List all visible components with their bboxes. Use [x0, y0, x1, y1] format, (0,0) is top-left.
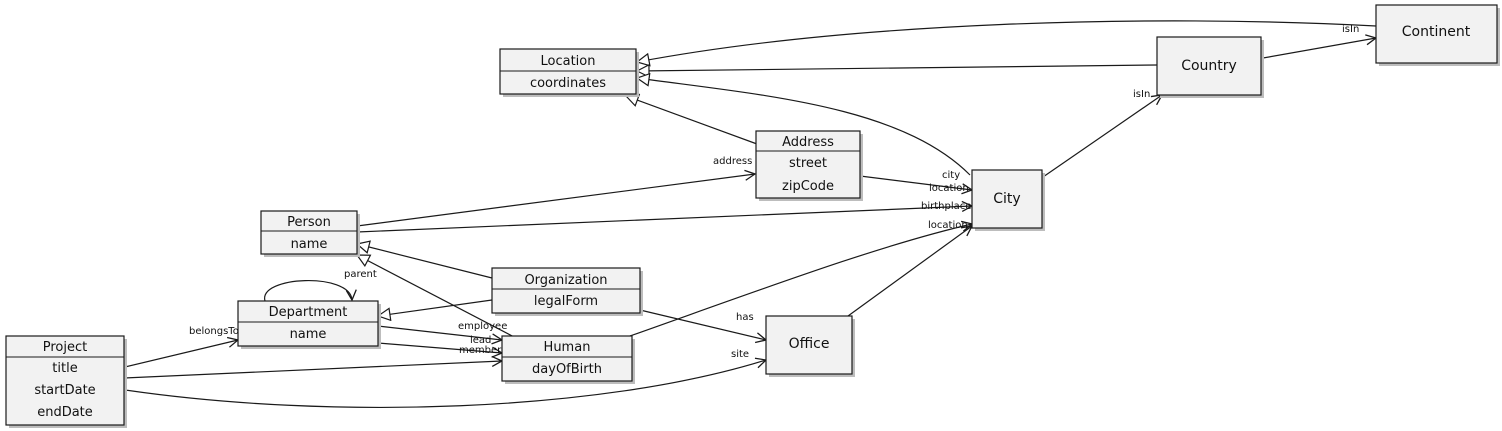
edge-labels: isIn isIn address city location birthpla…	[189, 24, 1359, 360]
edge-address-to-location	[626, 96, 758, 145]
class-project-attr-enddate: endDate	[37, 405, 93, 420]
edge-project-belongsto-department	[124, 340, 238, 368]
class-city[interactable]: City	[971, 169, 1045, 231]
class-person-attr-name: name	[291, 237, 328, 252]
label-employee: employee	[458, 321, 507, 332]
class-person[interactable]: Person name	[260, 210, 360, 257]
class-organization-attr-legalform: legalForm	[534, 294, 598, 309]
class-human-name: Human	[544, 340, 591, 355]
class-city-name: City	[993, 191, 1020, 207]
label-city: city	[942, 170, 960, 181]
edge-organization-has-office	[639, 309, 766, 340]
class-address-attr-street: street	[789, 156, 827, 171]
edge-city-to-location	[637, 78, 971, 176]
class-human-attr-dayofbirth: dayOfBirth	[532, 362, 602, 377]
class-address[interactable]: Address street zipCode	[755, 130, 863, 201]
class-continent-name: Continent	[1402, 24, 1471, 40]
class-country[interactable]: Country	[1156, 36, 1264, 98]
class-project[interactable]: Project title startDate endDate	[5, 335, 127, 428]
edge-organization-to-person	[357, 244, 493, 279]
class-continent[interactable]: Continent	[1375, 4, 1500, 66]
edge-project-site-office	[124, 360, 766, 409]
edge-country-isin-continent	[1262, 38, 1376, 59]
class-department-name: Department	[269, 305, 348, 320]
class-human[interactable]: Human dayOfBirth	[501, 335, 635, 384]
label-site: site	[731, 349, 749, 360]
class-location[interactable]: Location coordinates	[499, 48, 639, 97]
label-location-1: location	[929, 183, 969, 194]
class-location-attr-coordinates: coordinates	[530, 76, 606, 91]
class-organization-name: Organization	[524, 273, 607, 288]
edge-department-parent-loop	[264, 279, 352, 301]
edges	[124, 20, 1377, 409]
class-office[interactable]: Office	[765, 315, 855, 377]
edge-office-location-city	[847, 226, 972, 317]
label-has: has	[736, 312, 754, 323]
label-belongsto: belongsTo	[189, 326, 239, 337]
class-project-name: Project	[43, 340, 87, 355]
edge-person-address	[356, 174, 755, 227]
label-continent-isin: isIn	[1342, 24, 1359, 35]
edge-human-location-city	[629, 224, 972, 337]
class-project-attr-title: title	[52, 361, 77, 376]
edge-city-isin-country	[1042, 95, 1162, 178]
edge-department-member-human	[377, 342, 502, 353]
class-office-name: Office	[789, 336, 830, 352]
label-birthplace: birthplace	[921, 201, 971, 212]
label-country-isin: isIn	[1133, 89, 1150, 100]
edge-address-city	[859, 175, 972, 190]
class-organization[interactable]: Organization legalForm	[491, 267, 643, 316]
label-address: address	[713, 156, 752, 167]
edge-organization-to-department	[378, 299, 493, 316]
edge-project-lead-human	[124, 361, 502, 379]
edge-department-employee-human	[377, 325, 502, 340]
class-country-name: Country	[1181, 58, 1237, 74]
class-person-name: Person	[287, 215, 331, 230]
edge-human-to-person	[357, 255, 519, 340]
class-address-name: Address	[782, 135, 834, 150]
label-parent: parent	[344, 269, 377, 280]
edge-person-birthplace-city	[356, 206, 972, 233]
class-location-name: Location	[541, 54, 596, 69]
class-department[interactable]: Department name	[237, 300, 381, 349]
class-project-attr-startdate: startDate	[34, 383, 95, 398]
edge-country-to-location	[637, 65, 1158, 71]
label-member: member	[459, 345, 502, 356]
label-lead: lead	[470, 335, 491, 346]
class-department-attr-name: name	[290, 327, 327, 342]
edge-continent-to-location	[637, 20, 1377, 62]
label-location-2: location	[928, 220, 968, 231]
class-address-attr-zipcode: zipCode	[782, 179, 834, 194]
